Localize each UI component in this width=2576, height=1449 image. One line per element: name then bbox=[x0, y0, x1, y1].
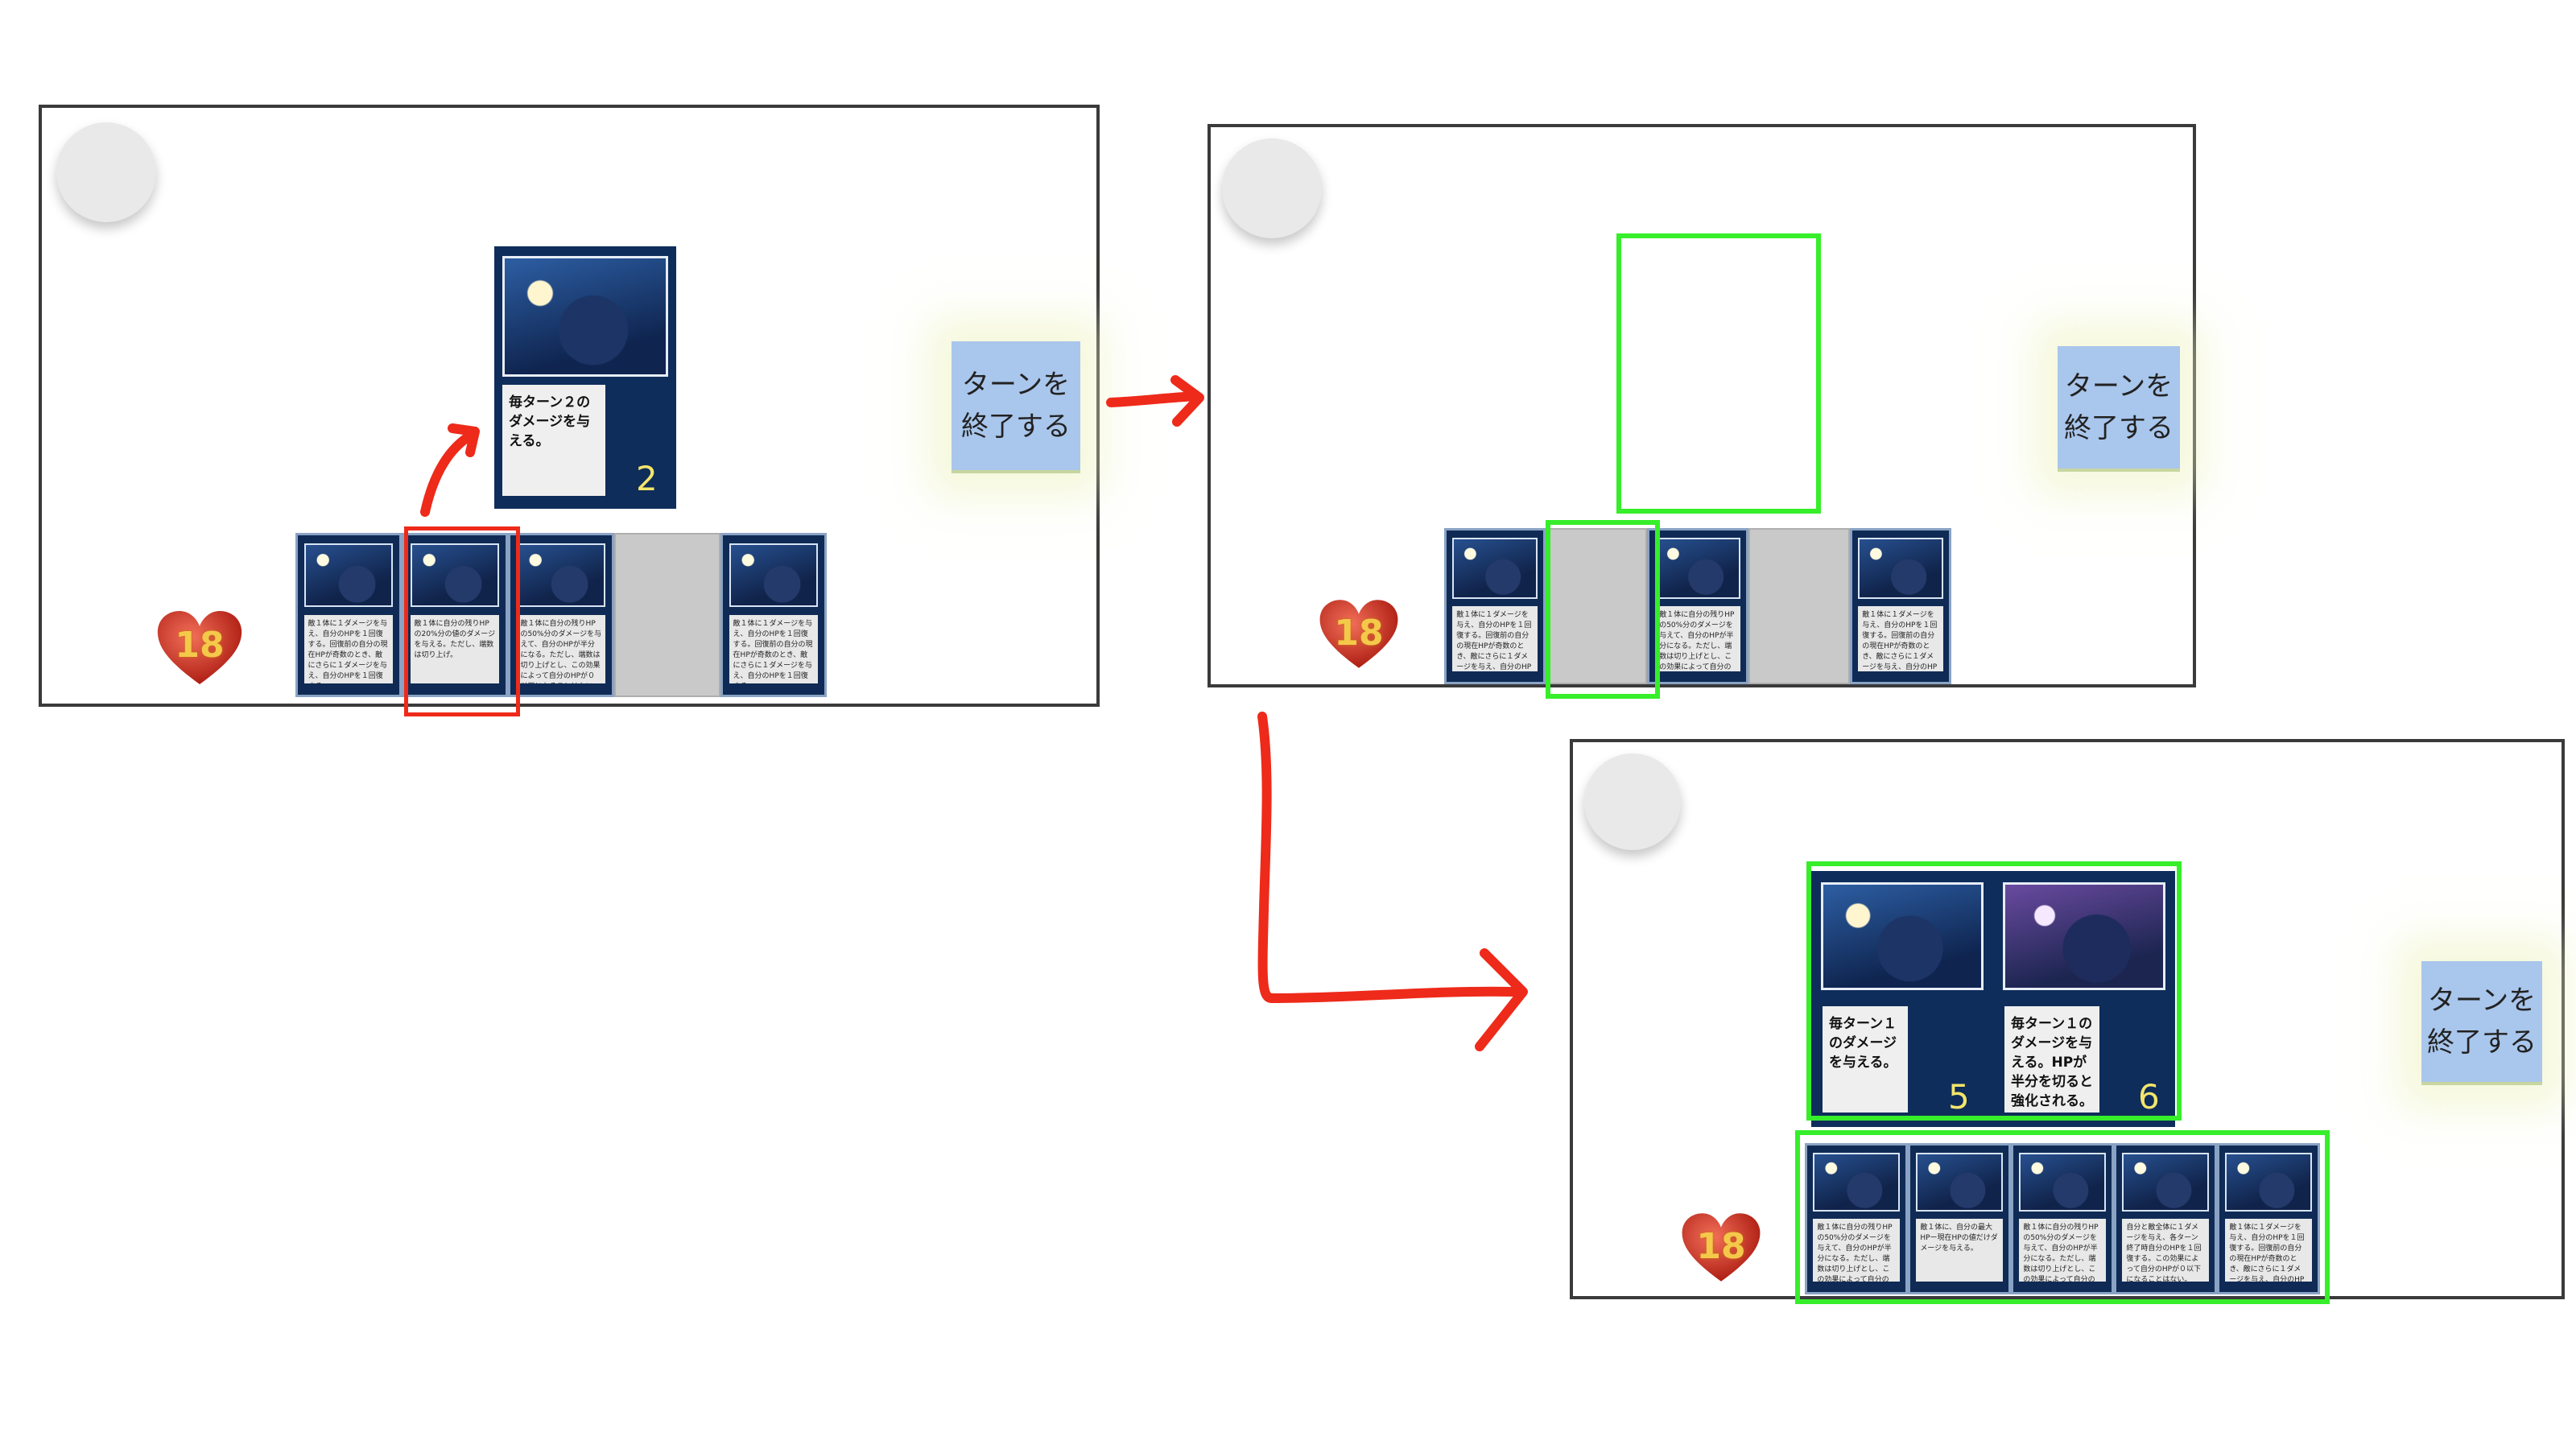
to-screen2-arrow bbox=[1106, 391, 1201, 407]
play-area-highlight bbox=[1616, 233, 1821, 514]
opponent-avatar bbox=[1222, 138, 1322, 238]
heart-icon bbox=[1319, 600, 1398, 668]
play-card-arrowhead bbox=[448, 423, 480, 457]
card-art bbox=[1813, 1153, 1900, 1212]
to-screen3-arrowhead bbox=[1475, 948, 1528, 1051]
card-art-bat bbox=[1821, 882, 1984, 990]
to-screen3-arrow bbox=[1257, 712, 1518, 1003]
card-effect-text: 敵１体に自分の残りHPの50%分のダメージを与えて、自分のHPが半分になる。ただ… bbox=[1813, 1219, 1900, 1282]
card-art bbox=[1916, 1153, 2003, 1212]
card-art bbox=[2122, 1153, 2209, 1212]
game-screen-1: 毎ターン２のダメージを与える。 2 ターンを 終了する 18 敵１体に１ダメージ… bbox=[39, 105, 1100, 707]
hand-highlight bbox=[1795, 1130, 2330, 1304]
card-art-wolf bbox=[502, 256, 668, 377]
card-effect-text: 敵１体に１ダメージを与え、自分のHPを１回復する。回復前の自分の現在HPが奇数の… bbox=[1452, 606, 1538, 671]
hand-card[interactable]: 敵１体に、自分の最大HPー現在HPの値だけダメージを与える。 bbox=[1908, 1143, 2011, 1294]
card-effect-text: 自分と敵全体に１ダメージを与え、各ターン終了時自分のHPを１回復する。この効果に… bbox=[2122, 1219, 2209, 1282]
field-card: 毎ターン１のダメージを与える。 5 bbox=[1811, 871, 1993, 1127]
hand-card[interactable]: 自分と敵全体に１ダメージを与え、各ターン終了時自分のHPを１回復する。この効果に… bbox=[2114, 1143, 2217, 1294]
card-effect-text: 敵１体に、自分の最大HPー現在HPの値だけダメージを与える。 bbox=[1916, 1219, 2003, 1282]
player-hp-value: 18 bbox=[1696, 1225, 1746, 1267]
card-effect-text: 敵１体に自分の残りHPの50%分のダメージを与えて、自分のHPが半分になる。ただ… bbox=[1655, 606, 1740, 671]
hand-card[interactable]: 敵１体に１ダメージを与え、自分のHPを１回復する。回復前の自分の現在HPが奇数の… bbox=[1444, 528, 1546, 684]
hand-card[interactable]: 敵１体に自分の残りHPの50%分のダメージを与えて、自分のHPが半分になる。ただ… bbox=[2011, 1143, 2114, 1294]
card-effect-text: 毎ターン１のダメージを与える。 bbox=[1823, 1006, 1908, 1113]
card-art bbox=[2019, 1153, 2106, 1212]
card-effect-text: 敵１体に１ダメージを与え、自分のHPを１回復する。回復前の自分の現在HPが奇数の… bbox=[729, 615, 819, 684]
player-hp-heart: 18 bbox=[155, 607, 245, 687]
card-art bbox=[729, 543, 819, 608]
card-effect-text: 敵１体に自分の残りHPの20%分の値のダメージを与える。ただし、端数は切り上げ。 bbox=[410, 615, 500, 684]
game-screen-3: ターンを 終了する 18 毎ターン１のダメージを与える。 5 毎ターン１のダメー… bbox=[1570, 739, 2565, 1299]
card-art bbox=[516, 543, 606, 608]
card-effect-text: 敵１体に自分の残りHPの50%分のダメージを与えて、自分のHPが半分になる。ただ… bbox=[2019, 1219, 2106, 1282]
card-cost: 6 bbox=[2138, 1077, 2160, 1117]
played-card: 毎ターン２のダメージを与える。 2 bbox=[494, 246, 676, 509]
play-card-arrow bbox=[420, 430, 477, 517]
vacated-slot-highlight bbox=[1546, 520, 1660, 699]
field-cards-highlight bbox=[1806, 861, 2182, 1121]
player-hp-value: 18 bbox=[175, 625, 225, 666]
hand-card[interactable]: 敵１体に自分の残りHPの50%分のダメージを与えて、自分のHPが半分になる。ただ… bbox=[1647, 528, 1748, 684]
hand-card[interactable]: 敵１体に自分の残りHPの50%分のダメージを与えて、自分のHPが半分になる。ただ… bbox=[508, 533, 614, 697]
card-art bbox=[1655, 538, 1740, 599]
opponent-avatar bbox=[1584, 753, 1681, 850]
card-art bbox=[1452, 538, 1538, 599]
opponent-avatar bbox=[56, 122, 156, 222]
player-hp-value: 18 bbox=[1334, 612, 1384, 654]
card-art bbox=[2225, 1153, 2312, 1212]
end-turn-button[interactable]: ターンを 終了する bbox=[952, 341, 1080, 473]
hand-card[interactable]: 敵１体に１ダメージを与え、自分のHPを１回復する。回復前の自分の現在HPが奇数の… bbox=[1850, 528, 1951, 684]
card-effect-text: 敵１体に１ダメージを与え、自分のHPを１回復する。回復前の自分の現在HPが奇数の… bbox=[1858, 606, 1943, 671]
card-cost: 5 bbox=[1948, 1077, 1970, 1117]
heart-icon bbox=[157, 610, 242, 684]
empty-hand-slot bbox=[1748, 528, 1850, 684]
card-art-wolf bbox=[2003, 882, 2165, 990]
card-effect-text: 毎ターン２のダメージを与える。 bbox=[502, 385, 605, 496]
hand-card[interactable]: 敵１体に自分の残りHPの50%分のダメージを与えて、自分のHPが半分になる。ただ… bbox=[1805, 1143, 1908, 1294]
hand-card[interactable]: 敵１体に１ダメージを与え、自分のHPを１回復する。回復前の自分の現在HPが奇数の… bbox=[295, 533, 402, 697]
empty-hand-slot bbox=[614, 533, 720, 697]
game-screen-2: ターンを 終了する 18 敵１体に１ダメージを与え、自分のHPを１回復する。回復… bbox=[1208, 124, 2196, 687]
empty-hand-slot bbox=[1546, 528, 1647, 684]
to-screen2-arrowhead bbox=[1170, 375, 1204, 427]
card-effect-text: 敵１体に自分の残りHPの50%分のダメージを与えて、自分のHPが半分になる。ただ… bbox=[516, 615, 606, 684]
card-art bbox=[303, 543, 394, 608]
card-art bbox=[410, 543, 500, 608]
hand-card[interactable]: 敵１体に１ダメージを与え、自分のHPを１回復する。回復前の自分の現在HPが奇数の… bbox=[720, 533, 827, 697]
selected-card-highlight bbox=[404, 526, 520, 716]
field-card: 毎ターン１のダメージを与える。HPが半分を切ると強化される。 6 bbox=[1993, 871, 2175, 1127]
card-effect-text: 毎ターン１のダメージを与える。HPが半分を切ると強化される。 bbox=[2004, 1006, 2099, 1113]
card-art bbox=[1858, 538, 1943, 599]
card-effect-text: 敵１体に１ダメージを与え、自分のHPを１回復する。回復前の自分の現在HPが奇数の… bbox=[303, 615, 394, 684]
hand-card[interactable]: 敵１体に１ダメージを与え、自分のHPを１回復する。回復前の自分の現在HPが奇数の… bbox=[2217, 1143, 2320, 1294]
card-cost: 2 bbox=[636, 459, 658, 498]
heart-icon bbox=[1682, 1213, 1761, 1282]
player-hp-heart: 18 bbox=[1317, 596, 1401, 671]
end-turn-button[interactable]: ターンを 終了する bbox=[2421, 961, 2542, 1085]
player-hp-heart: 18 bbox=[1679, 1209, 1763, 1285]
hand-card-selected[interactable]: 敵１体に自分の残りHPの20%分の値のダメージを与える。ただし、端数は切り上げ。 bbox=[402, 533, 508, 697]
end-turn-button[interactable]: ターンを 終了する bbox=[2058, 346, 2180, 472]
card-effect-text: 敵１体に１ダメージを与え、自分のHPを１回復する。回復前の自分の現在HPが奇数の… bbox=[2225, 1219, 2312, 1282]
